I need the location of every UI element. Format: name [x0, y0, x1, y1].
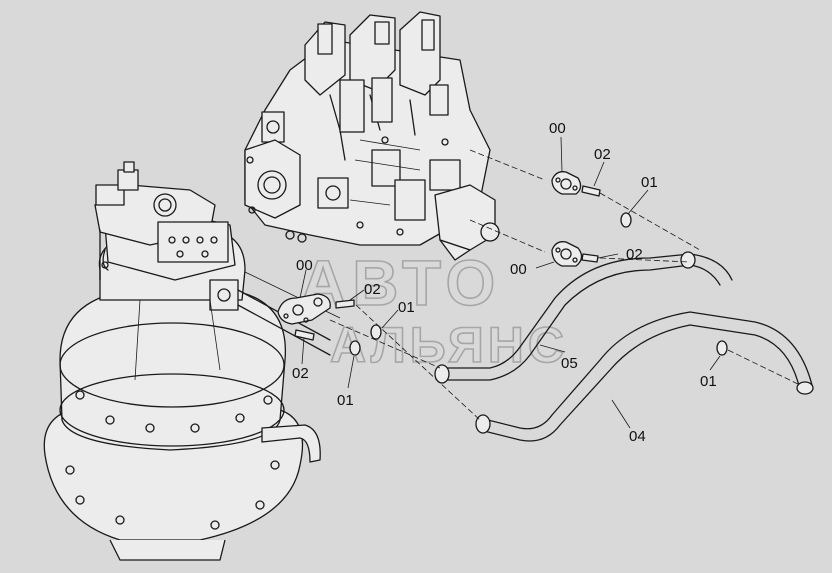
- upper-bolt: [581, 185, 601, 197]
- label-left-bolt-lower: 02: [292, 365, 309, 382]
- label-right-flange: 00: [510, 261, 527, 278]
- right-bolt: [581, 253, 599, 263]
- watermark-text-alyans: АЛЬЯНС: [330, 317, 568, 373]
- watermark-logo: АВТО АЛЬЯНС: [158, 246, 568, 374]
- label-upper-bolt: 02: [594, 146, 611, 163]
- control-valve: [244, 11, 500, 261]
- hose-05: [434, 251, 733, 384]
- label-right-bolt: 02: [626, 246, 643, 263]
- label-left-flange: 00: [296, 257, 313, 274]
- upper-flange: [551, 171, 582, 195]
- label-right-oring: 01: [700, 373, 717, 390]
- swing-motor: [43, 161, 321, 561]
- left-bolt-lower: [294, 329, 315, 341]
- watermark-text-avto: АВТО: [300, 247, 501, 319]
- upper-oring: [620, 212, 632, 228]
- left-oring-lower: [349, 340, 361, 356]
- hose-04: [475, 311, 814, 442]
- left-flange: [277, 293, 331, 325]
- right-flange: [551, 241, 583, 267]
- right-oring: [716, 340, 728, 356]
- label-hose-04: 04: [629, 428, 646, 445]
- label-upper-flange: 00: [549, 120, 566, 137]
- label-upper-oring: 01: [641, 174, 658, 191]
- left-bolt-upper: [335, 299, 355, 309]
- label-left-oring-lower: 01: [337, 392, 354, 409]
- label-hose-05: 05: [561, 355, 578, 372]
- label-left-bolt-upper: 02: [364, 281, 381, 298]
- left-oring-upper: [370, 324, 382, 340]
- label-left-oring-upper: 01: [398, 299, 415, 316]
